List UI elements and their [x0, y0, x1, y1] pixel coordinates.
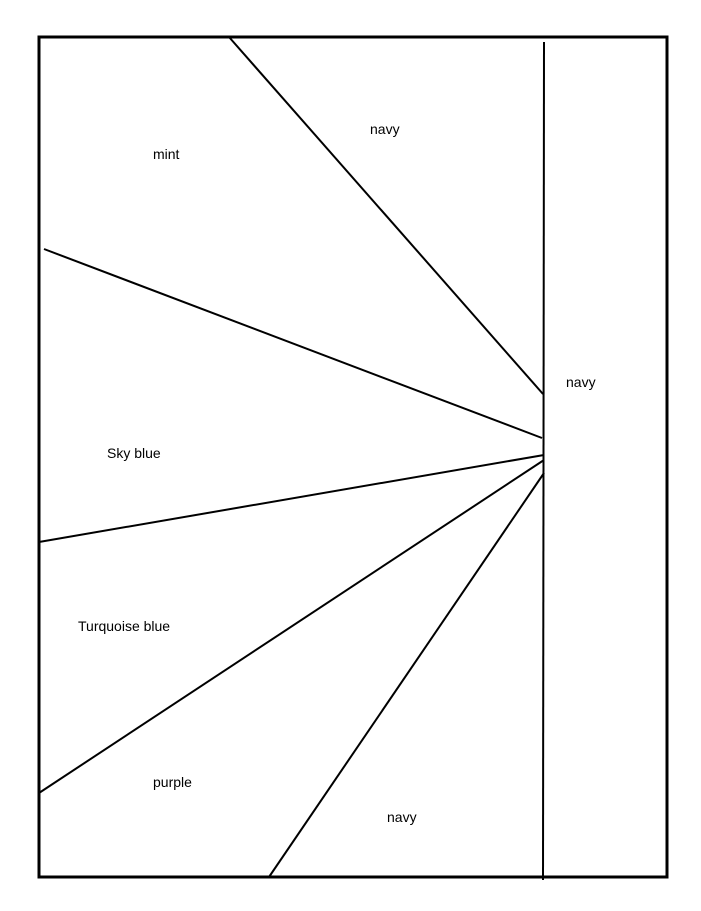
region-label-navy-top: navy	[370, 121, 400, 137]
region-label-purple: purple	[153, 774, 192, 790]
region-label-navy-bottom: navy	[387, 809, 417, 825]
region-label-sky-blue: Sky blue	[107, 445, 161, 461]
ray-bottom	[268, 472, 545, 878]
ray-top	[228, 36, 544, 395]
ray-upper-left	[43, 248, 543, 439]
ray-middle-left	[38, 454, 545, 543]
region-label-mint: mint	[153, 146, 180, 162]
outer-frame	[37, 35, 669, 879]
region-label-turquoise-blue: Turquoise blue	[78, 618, 171, 634]
ray-lower-left	[38, 459, 545, 794]
region-label-navy-right: navy	[566, 374, 596, 390]
